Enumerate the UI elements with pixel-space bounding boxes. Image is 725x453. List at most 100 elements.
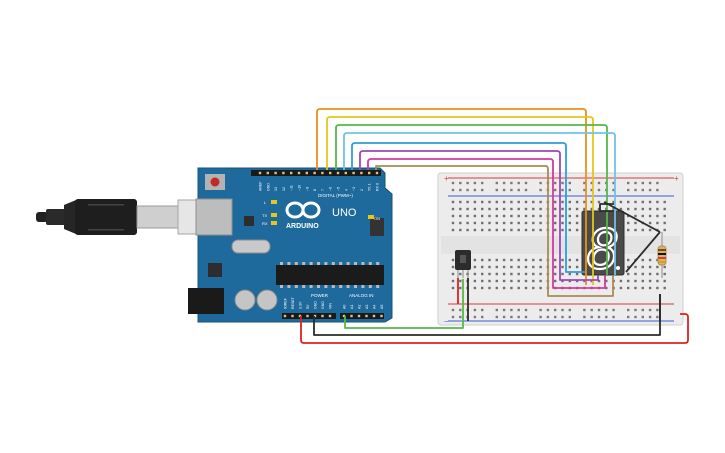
breadboard-hole[interactable] [502,228,506,232]
breadboard-hole[interactable] [575,279,579,283]
breadboard-hole[interactable] [481,221,484,225]
breadboard-hole[interactable] [575,207,579,211]
rail-hole[interactable] [590,308,593,312]
breadboard-hole[interactable] [488,221,491,225]
breadboard-hole[interactable] [495,279,498,283]
breadboard-hole[interactable] [481,214,484,218]
rail-hole[interactable] [481,181,484,185]
breadboard-hole[interactable] [539,207,542,211]
breadboard-hole[interactable] [583,207,586,211]
rail-hole[interactable] [451,315,455,319]
rail-hole[interactable] [597,315,601,319]
rail-hole[interactable] [634,181,637,185]
rail-hole[interactable] [612,188,615,192]
breadboard-hole[interactable] [517,258,520,262]
wire-green[interactable] [335,124,608,275]
rail-hole[interactable] [656,181,659,185]
rail-hole[interactable] [583,181,586,185]
rail-hole[interactable] [554,181,557,185]
breadboard-hole[interactable] [502,272,506,276]
header-pin[interactable] [350,314,353,318]
digital-header[interactable] [251,170,381,176]
breadboard-hole[interactable] [575,272,579,276]
breadboard-hole[interactable] [495,207,498,211]
rail-hole[interactable] [641,188,644,192]
temperature-sensor[interactable] [455,250,471,278]
breadboard-hole[interactable] [539,286,542,290]
breadboard-hole[interactable] [488,228,491,232]
breadboard-hole[interactable] [561,207,564,211]
breadboard-hole[interactable] [663,265,666,269]
breadboard-hole[interactable] [619,200,623,204]
breadboard-hole[interactable] [568,279,571,283]
rail-hole[interactable] [568,315,571,319]
rail-hole[interactable] [473,308,477,312]
rail-hole[interactable] [590,188,593,192]
breadboard-hole[interactable] [517,214,520,218]
breadboard-hole[interactable] [517,265,520,269]
power-header[interactable] [282,313,336,319]
breadboard-hole[interactable] [648,200,652,204]
breadboard-hole[interactable] [459,286,462,290]
breadboard-hole[interactable] [481,258,484,262]
breadboard-hole[interactable] [473,279,477,283]
breadboard-hole[interactable] [473,214,477,218]
breadboard-hole[interactable] [502,207,506,211]
breadboard-hole[interactable] [575,221,579,225]
breadboard-hole[interactable] [488,214,491,218]
rail-hole[interactable] [612,308,615,312]
breadboard-hole[interactable] [568,221,571,225]
rail-hole[interactable] [597,181,601,185]
rail-hole[interactable] [590,181,593,185]
rail-hole[interactable] [561,315,564,319]
rail-hole[interactable] [568,181,571,185]
resistor[interactable] [657,232,667,278]
header-pin[interactable] [380,314,383,318]
rail-hole[interactable] [546,315,550,319]
breadboard-hole[interactable] [568,265,571,269]
rail-hole[interactable] [590,315,593,319]
rail-hole[interactable] [524,308,528,312]
rail-hole[interactable] [539,308,542,312]
breadboard-hole[interactable] [575,214,579,218]
breadboard-hole[interactable] [561,228,564,232]
breadboard-hole[interactable] [539,279,542,283]
rail-hole[interactable] [561,308,564,312]
breadboard-hole[interactable] [619,286,623,290]
header-pin[interactable] [258,171,262,175]
rail-hole[interactable] [612,181,615,185]
rail-hole[interactable] [466,188,469,192]
breadboard-hole[interactable] [656,214,659,218]
breadboard-hole[interactable] [568,207,571,211]
breadboard-hole[interactable] [597,207,601,211]
breadboard-hole[interactable] [561,221,564,225]
breadboard-hole[interactable] [481,286,484,290]
breadboard-hole[interactable] [554,279,557,283]
breadboard-hole[interactable] [641,200,644,204]
breadboard-hole[interactable] [634,207,637,211]
breadboard-hole[interactable] [663,221,666,225]
header-pin[interactable] [375,171,379,175]
breadboard-hole[interactable] [656,286,659,290]
breadboard-hole[interactable] [590,279,593,283]
header-pin[interactable] [306,314,309,318]
breadboard-hole[interactable] [634,265,637,269]
breadboard-hole[interactable] [561,214,564,218]
breadboard-hole[interactable] [656,200,659,204]
breadboard-hole[interactable] [648,265,652,269]
breadboard-hole[interactable] [451,228,455,232]
breadboard-hole[interactable] [510,221,513,225]
rail-hole[interactable] [656,188,659,192]
breadboard-hole[interactable] [583,279,586,283]
breadboard-hole[interactable] [502,200,506,204]
breadboard-hole[interactable] [473,228,477,232]
breadboard-hole[interactable] [634,286,637,290]
breadboard-hole[interactable] [481,228,484,232]
header-pin[interactable] [344,171,347,175]
breadboard-hole[interactable] [466,207,469,211]
header-pin[interactable] [321,171,324,175]
rail-hole[interactable] [648,188,652,192]
header-pin[interactable] [328,314,332,318]
header-pin[interactable] [336,171,340,175]
